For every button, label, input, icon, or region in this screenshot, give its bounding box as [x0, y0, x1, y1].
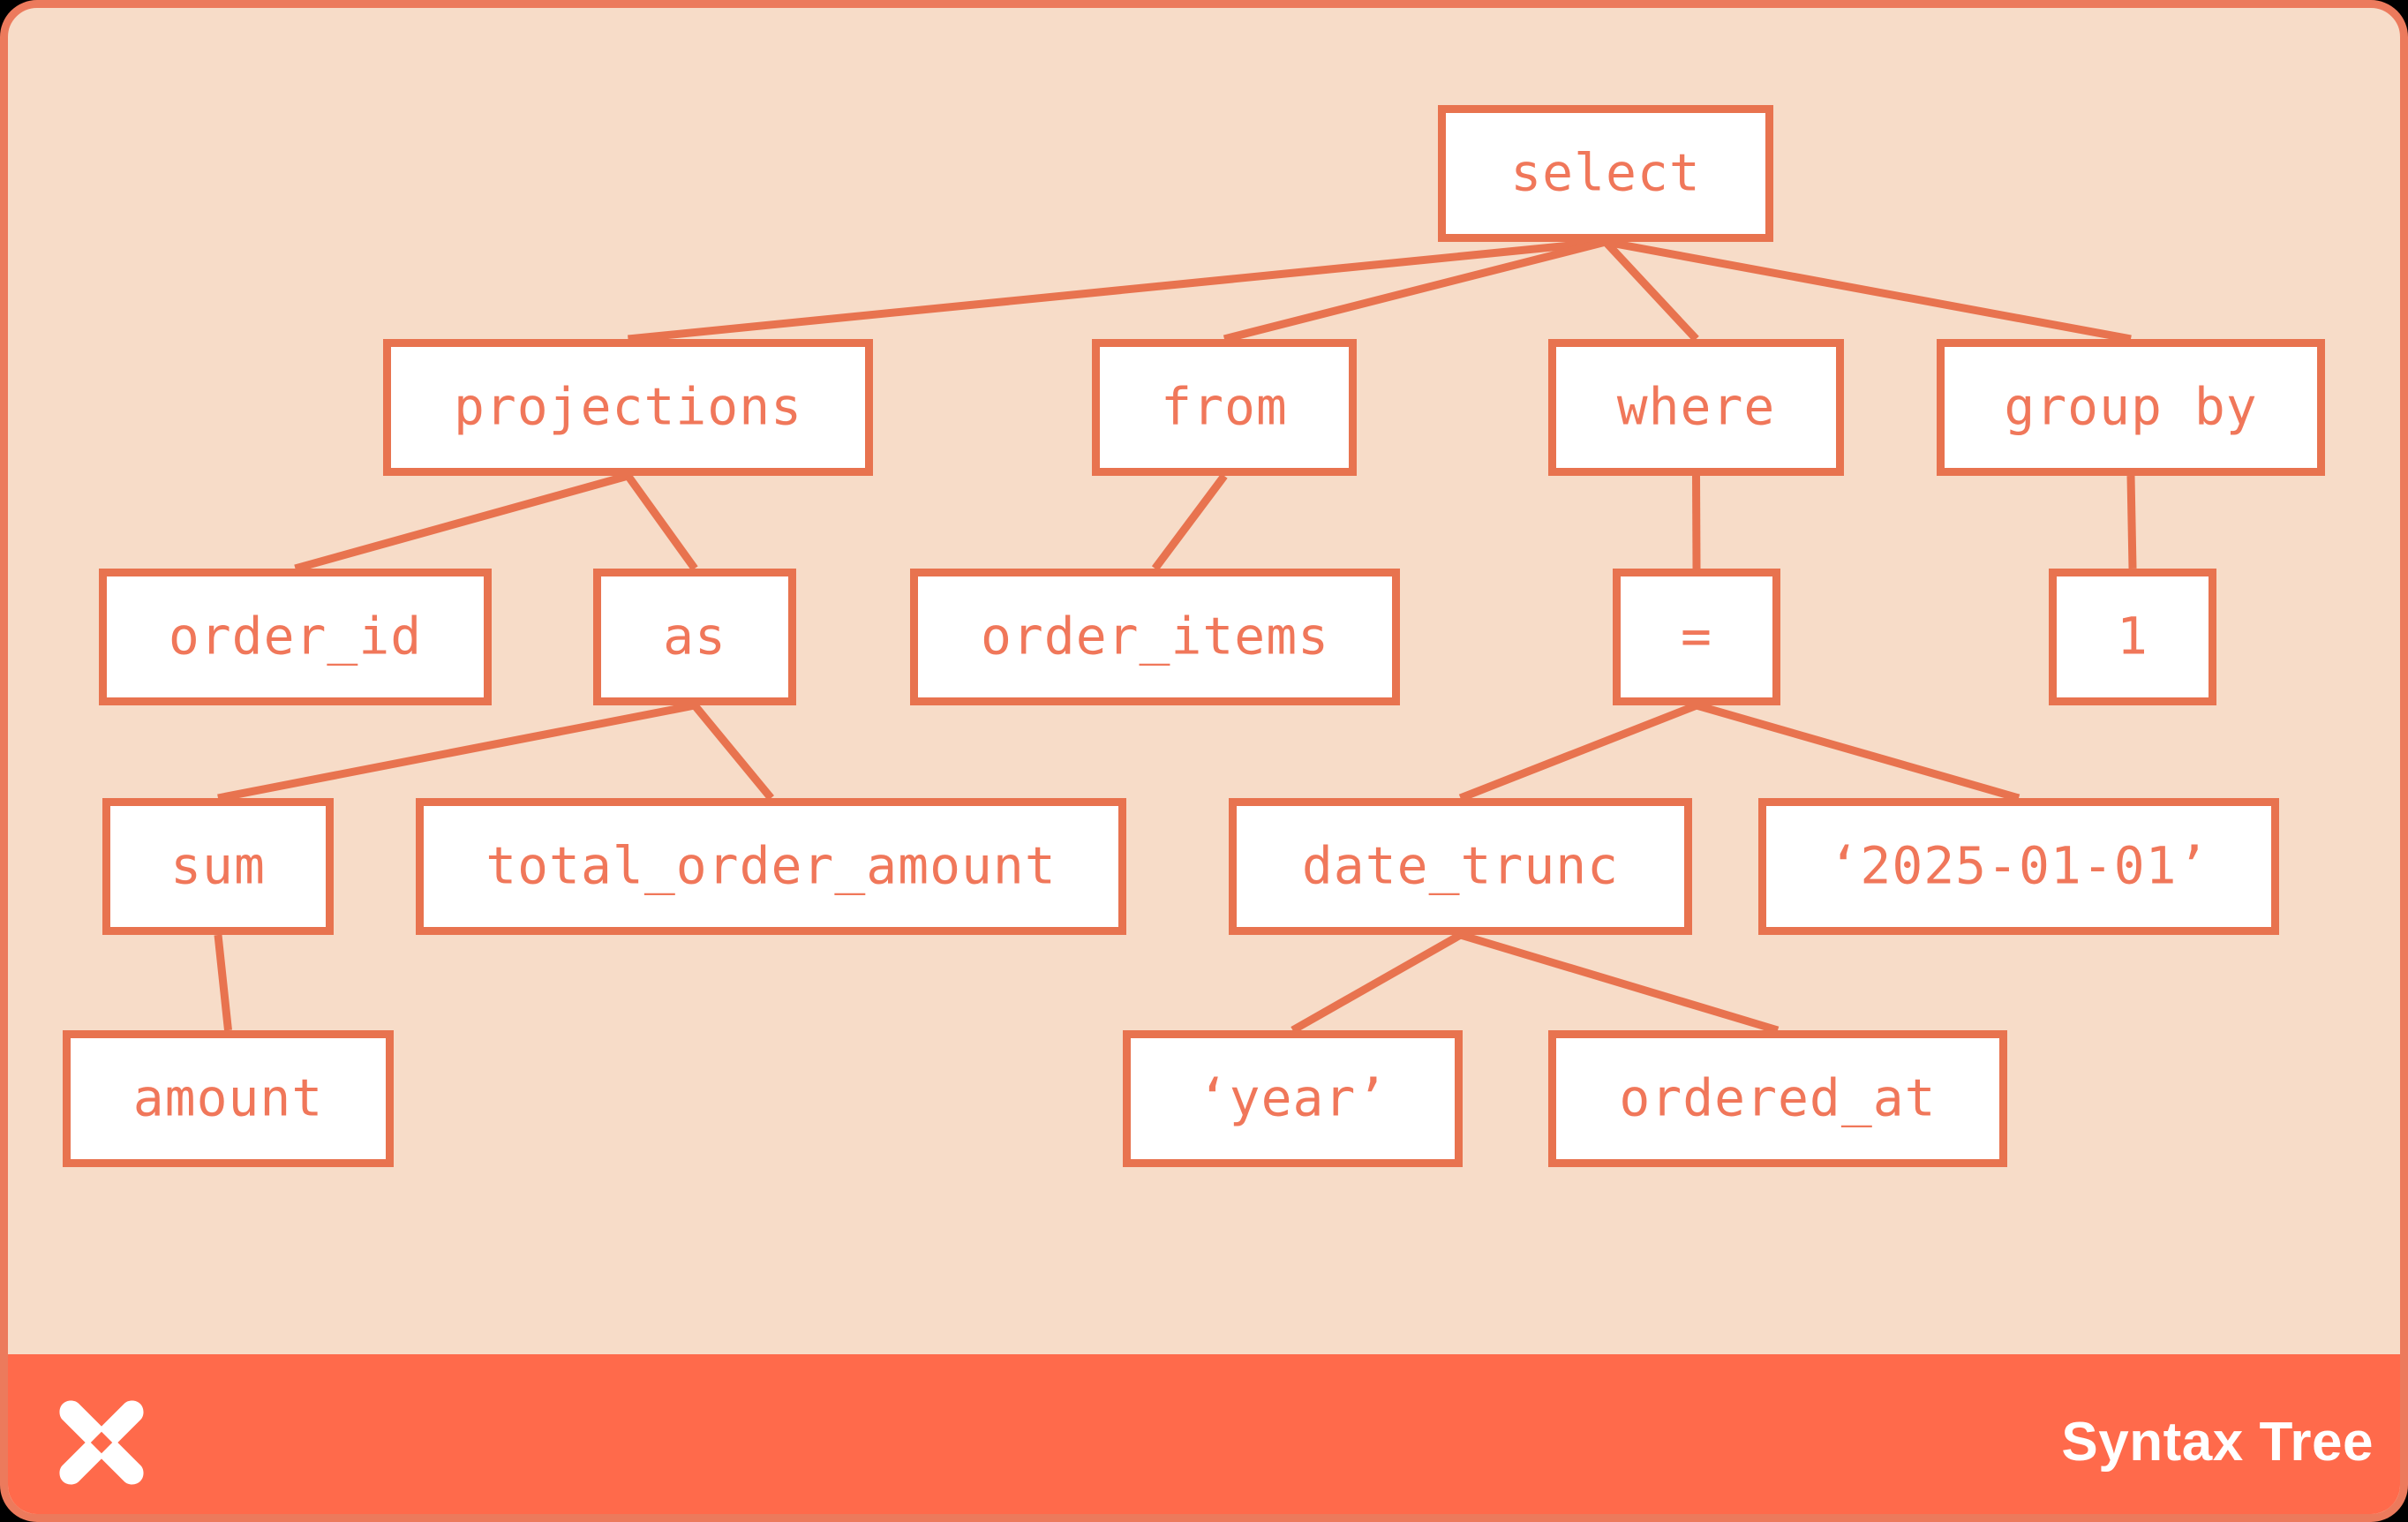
node-label-sum: sum — [170, 836, 266, 896]
node-label-ordered-at: ordered_at — [1619, 1068, 1936, 1128]
tree-node-from[interactable]: from — [1092, 339, 1357, 476]
node-label-order-id: order_id — [169, 607, 422, 667]
node-label-amount: amount — [133, 1068, 324, 1128]
tree-node-order-items[interactable]: order_items — [910, 569, 1400, 705]
node-box-sum — [102, 798, 334, 935]
node-label-year-literal: ‘year’ — [1198, 1068, 1388, 1128]
node-box-amount — [63, 1030, 394, 1167]
node-box-group-by — [1937, 339, 2325, 476]
node-box-year-literal — [1123, 1030, 1463, 1167]
node-box-order-items — [910, 569, 1400, 705]
node-box-select — [1438, 105, 1773, 242]
node-label-as: as — [663, 607, 726, 667]
tree-edge-select-to-from — [1223, 237, 1607, 343]
footer-bar: Syntax Tree — [8, 1354, 2400, 1514]
tree-edge-sum-to-amount — [214, 934, 232, 1031]
tree-node-one[interactable]: 1 — [2049, 569, 2216, 705]
tree-edge-select-to-where — [1602, 238, 1699, 343]
tree-node-equals[interactable]: = — [1613, 569, 1780, 705]
tree-edge-from-to-order-items — [1151, 473, 1228, 571]
tree-node-total-order-amount[interactable]: total_order_amount — [416, 798, 1126, 935]
node-layer: select projections from where group by order_… — [63, 105, 2325, 1167]
tree-node-order-id[interactable]: order_id — [99, 569, 492, 705]
node-box-ordered-at — [1548, 1030, 2007, 1167]
tree-node-amount[interactable]: amount — [63, 1030, 394, 1167]
node-label-select: select — [1510, 143, 1701, 203]
tree-edge-date-trunc-to-ordered-at — [1459, 931, 1780, 1035]
tree-node-date-literal[interactable]: ‘2025-01-01’ — [1758, 798, 2279, 935]
node-label-where: where — [1617, 377, 1776, 437]
node-label-group-by: group by — [2004, 377, 2257, 437]
node-label-date-literal: ‘2025-01-01’ — [1828, 836, 2209, 896]
node-box-as — [593, 569, 796, 705]
node-label-from: from — [1161, 377, 1288, 437]
node-label-equals: = — [1681, 607, 1712, 667]
tree-edge-projections-to-as — [624, 473, 698, 571]
tree-node-where[interactable]: where — [1548, 339, 1844, 476]
node-box-date-literal — [1758, 798, 2279, 935]
tree-edge-as-to-sum — [217, 701, 696, 802]
tree-node-date-trunc[interactable]: date_trunc — [1229, 798, 1692, 935]
tree-node-as[interactable]: as — [593, 569, 796, 705]
tree-node-projections[interactable]: projections — [383, 339, 873, 476]
tree-edge-equals-to-date-literal — [1695, 701, 2020, 802]
node-box-from — [1092, 339, 1357, 476]
tree-edge-equals-to-date-trunc — [1458, 701, 1698, 802]
node-box-where — [1548, 339, 1844, 476]
node-box-total-order-amount — [416, 798, 1126, 935]
node-box-date-trunc — [1229, 798, 1692, 935]
node-box-projections — [383, 339, 873, 476]
tree-node-group-by[interactable]: group by — [1937, 339, 2325, 476]
node-box-one — [2049, 569, 2216, 705]
node-label-one: 1 — [2117, 607, 2148, 667]
tree-edge-group-by-to-one — [2126, 475, 2137, 569]
node-label-projections: projections — [454, 377, 802, 437]
syntax-tree-canvas: select projections from where group by order_… — [63, 105, 2325, 1167]
tree-edge-select-to-projections — [628, 237, 1607, 343]
tree-edge-select-to-group-by — [1605, 237, 2132, 343]
tree-edge-date-trunc-to-year-literal — [1291, 931, 1463, 1034]
tree-node-ordered-at[interactable]: ordered_at — [1548, 1030, 2007, 1167]
edge-layer — [214, 237, 2137, 1035]
star-x-logo-icon — [59, 1399, 144, 1485]
tree-edge-projections-to-order-id — [294, 471, 629, 573]
tree-edge-as-to-total-order-amount — [691, 703, 774, 801]
tree-node-year-literal[interactable]: ‘year’ — [1123, 1030, 1463, 1167]
tree-node-select[interactable]: select — [1438, 105, 1773, 242]
node-box-order-id — [99, 569, 492, 705]
node-box-equals — [1613, 569, 1780, 705]
node-label-total-order-amount: total_order_amount — [485, 836, 1057, 896]
node-label-order-items: order_items — [981, 607, 1329, 667]
node-label-date-trunc: date_trunc — [1302, 836, 1619, 896]
tree-node-sum[interactable]: sum — [102, 798, 334, 935]
footer-title: Syntax Tree — [2061, 1412, 2374, 1473]
